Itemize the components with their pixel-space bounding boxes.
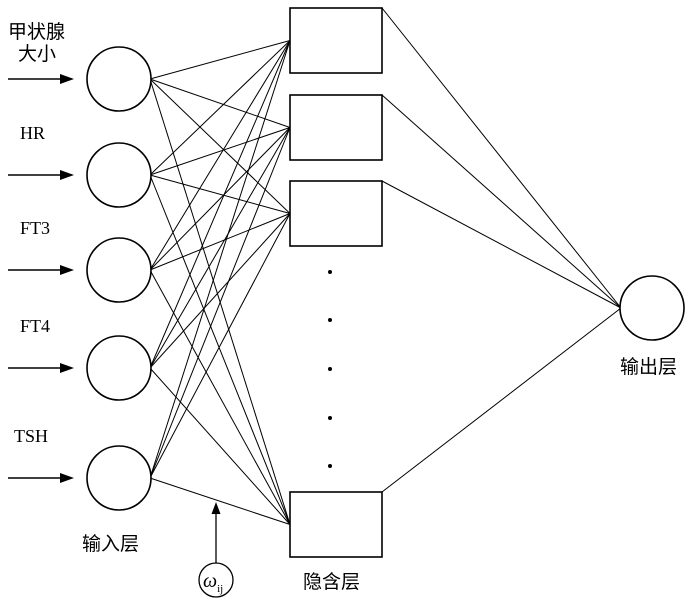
connection-hidden4-output [381, 307, 622, 493]
connection-input3-hidden4 [149, 269, 291, 525]
ellipsis-dot-3 [328, 367, 332, 371]
hidden-node-2 [289, 94, 383, 161]
input-arrow-head-1 [60, 74, 74, 84]
input-label-3: FT3 [20, 218, 50, 238]
input-arrow-head-3 [60, 265, 74, 275]
connection-input1-hidden1 [149, 40, 291, 80]
ellipsis-dot-1 [328, 270, 332, 274]
output-node [619, 275, 685, 341]
weight-symbol: ωij [203, 570, 223, 595]
connection-input5-hidden4 [149, 477, 291, 525]
input-arrow-head-5 [60, 473, 74, 483]
input-arrows [8, 74, 74, 483]
hidden-node-1 [289, 7, 383, 74]
input-node-4 [86, 335, 152, 401]
hidden-output-connections [381, 7, 622, 493]
connection-input2-hidden2 [149, 127, 291, 176]
output-layer-label: 输出层 [620, 356, 677, 378]
input-node-1 [86, 46, 152, 112]
input-label-2: HR [20, 123, 45, 143]
ellipsis-dot-4 [328, 416, 332, 420]
hidden-node-4 [289, 491, 383, 558]
input-layer-label: 输入层 [82, 533, 139, 555]
input-node-2 [86, 142, 152, 208]
connection-input5-hidden2 [149, 127, 291, 479]
connection-input5-hidden3 [149, 213, 291, 479]
connection-input3-hidden3 [149, 213, 291, 271]
connection-input4-hidden3 [149, 213, 291, 369]
weight-indicator: ωij [198, 502, 234, 598]
connection-hidden3-output [381, 180, 622, 309]
connection-input5-hidden1 [149, 40, 291, 479]
connection-hidden1-output [381, 7, 622, 309]
connection-input4-hidden4 [149, 367, 291, 525]
connection-input2-hidden3 [149, 174, 291, 214]
input-layer-nodes [86, 46, 152, 511]
connection-input1-hidden3 [149, 78, 291, 214]
weight-symbol-circle [198, 562, 234, 598]
input-node-5 [86, 445, 152, 511]
ellipsis-dot-5 [328, 464, 332, 468]
input-arrow-head-2 [60, 170, 74, 180]
input-node-3 [86, 237, 152, 303]
input-arrow-head-4 [60, 363, 74, 373]
hidden-layer-nodes [289, 7, 383, 558]
weight-arrow-head [211, 502, 221, 514]
connection-input4-hidden2 [149, 127, 291, 369]
connection-input3-hidden2 [149, 127, 291, 271]
connection-input2-hidden4 [149, 174, 291, 525]
connection-input3-hidden1 [149, 40, 291, 271]
connection-input2-hidden1 [149, 40, 291, 176]
hidden-ellipsis-dots [328, 270, 332, 468]
connection-hidden2-output [381, 94, 622, 309]
input-label-1-line-1: 甲状腺 [8, 21, 65, 43]
ellipsis-dot-2 [328, 318, 332, 322]
input-hidden-connections [149, 40, 291, 525]
weight-subscript: ij [217, 583, 223, 595]
connection-input4-hidden1 [149, 40, 291, 369]
hidden-layer-label: 隐含层 [303, 571, 360, 593]
hidden-node-3 [289, 180, 383, 247]
connection-input1-hidden2 [149, 78, 291, 128]
input-label-4: FT4 [20, 316, 50, 336]
input-label-1-line-2: 大小 [18, 43, 56, 65]
input-label-5: TSH [14, 426, 48, 446]
